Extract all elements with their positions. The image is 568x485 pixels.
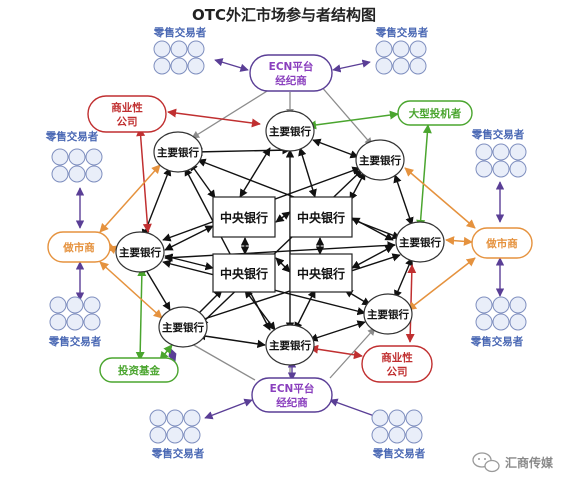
- central-bank-label: 中央银行: [297, 266, 345, 281]
- investment-fund-label: 投资基金: [118, 364, 160, 377]
- market-maker-label: 做市商: [62, 241, 95, 254]
- major-bank-node: 主要银行: [355, 139, 405, 181]
- commercial-company-top: 商业性 公司: [87, 95, 167, 133]
- retail-cluster-bottom-right: 零售交易者: [371, 409, 426, 460]
- hedge-fund-label: 大型投机者: [409, 107, 462, 120]
- watermark-text: 汇商传媒: [505, 455, 554, 470]
- major-bank-node: 主要银行: [265, 324, 315, 366]
- watermark: 汇商传媒: [472, 452, 554, 473]
- major-bank-node: 主要银行: [158, 306, 208, 348]
- central-bank-label: 中央银行: [220, 266, 268, 281]
- central-bank-node: 中央银行: [212, 253, 276, 293]
- retail-cluster-top-right: 零售交易者: [375, 26, 429, 75]
- major-bank-node: 主要银行: [115, 231, 165, 273]
- retail-cluster-bottom-left: 零售交易者: [149, 409, 205, 460]
- retail-label: 零售交易者: [470, 335, 524, 348]
- retail-label: 零售交易者: [151, 447, 205, 460]
- major-bank-node: 主要银行: [395, 221, 445, 263]
- hedge-fund-node: 大型投机者: [397, 100, 473, 126]
- major-bank-label: 主要银行: [119, 246, 161, 259]
- retail-cluster-right-top: 零售交易者: [471, 128, 527, 178]
- retail-cluster-right-bottom: 零售交易者: [470, 296, 527, 348]
- market-maker-left: 做市商: [47, 231, 111, 263]
- major-bank-label: 主要银行: [367, 308, 409, 321]
- commercial-label-line2: 公司: [117, 116, 138, 128]
- retail-label: 零售交易者: [375, 26, 429, 39]
- ecn-label-line1: ECN平台: [270, 382, 315, 395]
- commercial-company-bottom: 商业性 公司: [361, 345, 433, 383]
- retail-cluster-left-top: 零售交易者: [45, 130, 103, 183]
- major-bank-label: 主要银行: [269, 125, 311, 138]
- ecn-broker-bottom: ECN平台 经纪商: [251, 377, 333, 413]
- diagram-title: OTC外汇市场参与者结构图: [192, 6, 376, 24]
- retail-label: 零售交易者: [153, 26, 207, 39]
- retail-cluster-top-left: 零售交易者: [153, 26, 207, 75]
- major-bank-node: 主要银行: [153, 131, 203, 173]
- commercial-label-line2: 公司: [387, 366, 408, 378]
- retail-cluster-left-bottom: 零售交易者: [48, 296, 102, 348]
- investment-fund-node: 投资基金: [99, 357, 179, 383]
- retail-label: 零售交易者: [471, 128, 525, 141]
- ecn-label-line2: 经纪商: [276, 396, 308, 409]
- commercial-label-line1: 商业性: [111, 101, 143, 114]
- retail-label: 零售交易者: [372, 447, 426, 460]
- central-bank-node: 中央银行: [289, 253, 353, 293]
- retail-label: 零售交易者: [48, 335, 102, 348]
- major-bank-label: 主要银行: [157, 146, 199, 159]
- retail-label: 零售交易者: [45, 130, 99, 143]
- major-bank-label: 主要银行: [162, 321, 204, 334]
- market-maker-label: 做市商: [485, 237, 518, 250]
- market-maker-right: 做市商: [471, 227, 533, 259]
- central-bank-label: 中央银行: [297, 210, 345, 225]
- major-bank-label: 主要银行: [269, 339, 311, 352]
- ecn-label-line2: 经纪商: [275, 74, 307, 87]
- central-bank-label: 中央银行: [220, 210, 268, 225]
- central-bank-node: 中央银行: [212, 196, 276, 238]
- central-bank-node: 中央银行: [289, 196, 353, 238]
- ecn-label-line1: ECN平台: [269, 60, 314, 73]
- wechat-icon: [472, 452, 500, 473]
- major-bank-node: 主要银行: [265, 110, 315, 152]
- major-bank-label: 主要银行: [399, 236, 441, 249]
- major-bank-node: 主要银行: [363, 293, 413, 335]
- major-bank-label: 主要银行: [359, 154, 401, 167]
- ecn-broker-top: ECN平台 经纪商: [249, 54, 333, 92]
- commercial-label-line1: 商业性: [381, 351, 413, 364]
